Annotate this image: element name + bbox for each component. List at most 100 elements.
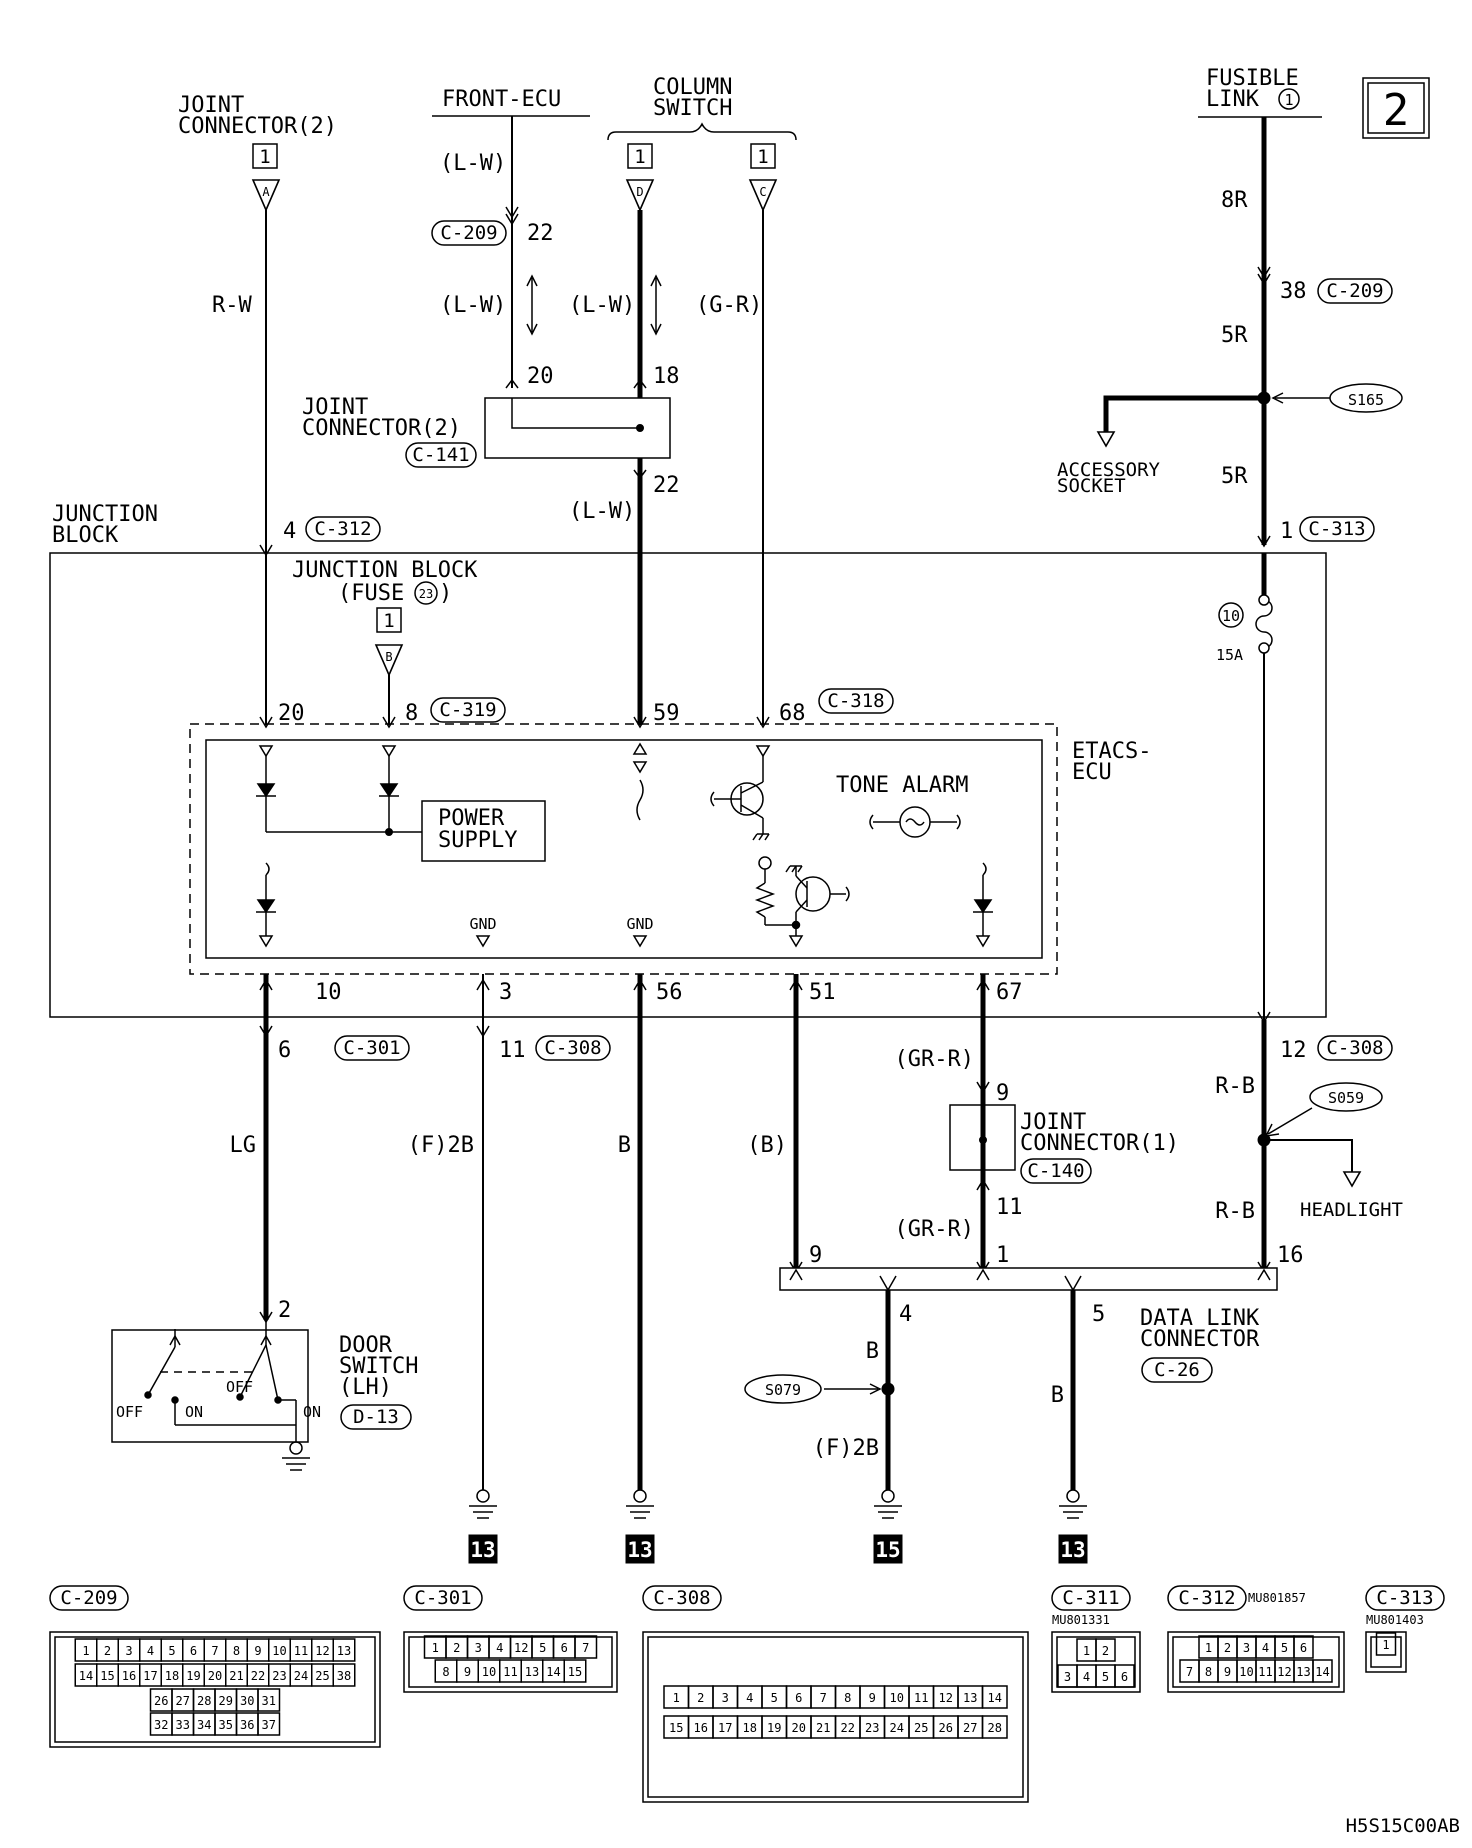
connector-pin-label: 10 (1239, 1665, 1253, 1679)
pin-number: 12 (1280, 1038, 1307, 1063)
junction-block-fuse-label-l1: JUNCTION BLOCK (292, 558, 478, 583)
connector-pin-label: 7 (820, 1691, 827, 1705)
svg-text:13: 13 (1060, 1538, 1085, 1562)
connector-pin-label: 10 (890, 1691, 904, 1705)
connector-view-outline (1051, 1631, 1141, 1693)
connector-pin-label: 20 (208, 1669, 222, 1683)
connector-pin-label: 7 (582, 1641, 589, 1655)
ground-symbol (874, 1489, 902, 1519)
connector-pin-label: 18 (165, 1669, 179, 1683)
fusible-link-label-l2: LINK (1206, 87, 1260, 112)
svg-text:S165: S165 (1348, 391, 1384, 409)
pin-number: 16 (1277, 1243, 1304, 1268)
svg-text:1: 1 (757, 146, 768, 168)
connector-pin-label: 8 (233, 1644, 240, 1658)
svg-text:C-209: C-209 (1326, 280, 1383, 302)
connector-ref-tag: C-312 (305, 516, 381, 542)
connector-pin-label: 27 (963, 1721, 977, 1735)
svg-text:C-318: C-318 (827, 690, 884, 712)
gnd-label-56: GND (626, 915, 653, 933)
c140-label: C-140 (1027, 1160, 1084, 1182)
connector-pin-label: 14 (1315, 1665, 1329, 1679)
page-number: 2 (1383, 85, 1410, 136)
connector-pin-cell (257, 1712, 281, 1736)
connector-ref-tag: C-313 (1299, 516, 1375, 542)
connector-pin-label: 5 (168, 1644, 175, 1658)
connector-view-part-no: MU801403 (1366, 1613, 1424, 1627)
connector-pin-label: 3 (475, 1641, 482, 1655)
door-switch-label-l1: DOOR (339, 1333, 393, 1358)
pin-number: 8 (405, 701, 418, 726)
c140-tag (1020, 1158, 1092, 1184)
wire-accessory-socket (1103, 395, 1264, 440)
svg-text:13: 13 (470, 1538, 495, 1562)
connector-pin-label: 9 (464, 1665, 471, 1679)
wire-color-label: 8R (1221, 188, 1248, 213)
fuse-10-symbol (1255, 599, 1273, 649)
pin-number: 11 (499, 1038, 526, 1063)
tone-alarm-label: TONE ALARM (836, 773, 968, 798)
wire-color-label: R-B (1215, 1199, 1255, 1224)
fuse-23-circle (414, 581, 438, 605)
ground-ref-block: 13 (625, 1534, 655, 1564)
connector-pin-label: 4 (496, 1641, 503, 1655)
connector-pin-label: 12 (1277, 1665, 1291, 1679)
connector-pin-label: 35 (219, 1718, 233, 1732)
column-switch-label-l1: COLUMN (653, 75, 732, 100)
connector-pin-label: 33 (176, 1718, 190, 1732)
door-switch-off-label-2: OFF (226, 1378, 253, 1396)
connector-pin-cell (981, 1685, 1008, 1709)
wire-color-label: (L-W) (440, 151, 506, 176)
pin-number: 38 (1280, 279, 1307, 304)
connector-ref-tag: C-209 (431, 220, 507, 246)
door-switch-contacts (144, 1320, 297, 1442)
connector-pin-label: 10 (482, 1665, 496, 1679)
connector-pin-label: 26 (939, 1721, 953, 1735)
connector-pin-label: 32 (154, 1718, 168, 1732)
fuse-10-rating: 15A (1216, 646, 1243, 664)
pin-number: 9 (809, 1243, 822, 1268)
pin-59-symbol (632, 742, 648, 821)
connector-pin-label: 5 (1281, 1641, 1288, 1655)
pin-number: 4 (283, 519, 296, 544)
door-switch-label-l2: SWITCH (339, 1354, 418, 1379)
junction-block-label-l2: BLOCK (52, 523, 119, 548)
ground-ref-block: 15 (873, 1534, 903, 1564)
pin-number: 68 (779, 701, 806, 726)
connector-pin-label: 13 (1296, 1665, 1310, 1679)
svg-text:1: 1 (259, 146, 270, 168)
connector-pin-label: 4 (1083, 1670, 1090, 1684)
connector-pin-label: 23 (272, 1669, 286, 1683)
data-link-connector-label-l2: CONNECTOR (1140, 1327, 1260, 1352)
connector-ref-tag: C-209 (1317, 278, 1393, 304)
connector-pin-label: 18 (743, 1721, 757, 1735)
pin-number: 51 (809, 980, 836, 1005)
connector-pin-label: 34 (197, 1718, 211, 1732)
accessory-socket-label-l1: ACCESSORY (1057, 459, 1161, 481)
ground-ref-block: 13 (468, 1534, 498, 1564)
connector-pin-cell (332, 1663, 356, 1687)
joint-connector-1-label-l1: JOINT (1020, 1110, 1086, 1135)
connector-pin-cell (574, 1635, 598, 1659)
pin-number: 67 (996, 980, 1023, 1005)
bidirectional-arrow (650, 274, 662, 336)
connector-pin-cell (1375, 1632, 1397, 1656)
wire-color-label: R-B (1215, 1074, 1255, 1099)
transistor-68 (710, 745, 771, 841)
connector-pin-label: 13 (963, 1691, 977, 1705)
connector-ref-tag: C-308 (535, 1035, 611, 1061)
splice-point (881, 1382, 895, 1396)
fuse-10-num: 10 (1222, 607, 1240, 625)
column-switch-brace (607, 122, 797, 141)
pin-number: 1 (996, 1243, 1009, 1268)
connector-letter-a: A (251, 179, 281, 213)
pin-number: 22 (527, 221, 554, 246)
connector-pin-label: 6 (1300, 1641, 1307, 1655)
pin-number: 11 (996, 1195, 1023, 1220)
wire-color-label: B (618, 1133, 631, 1158)
connector-view-outline (49, 1631, 381, 1748)
